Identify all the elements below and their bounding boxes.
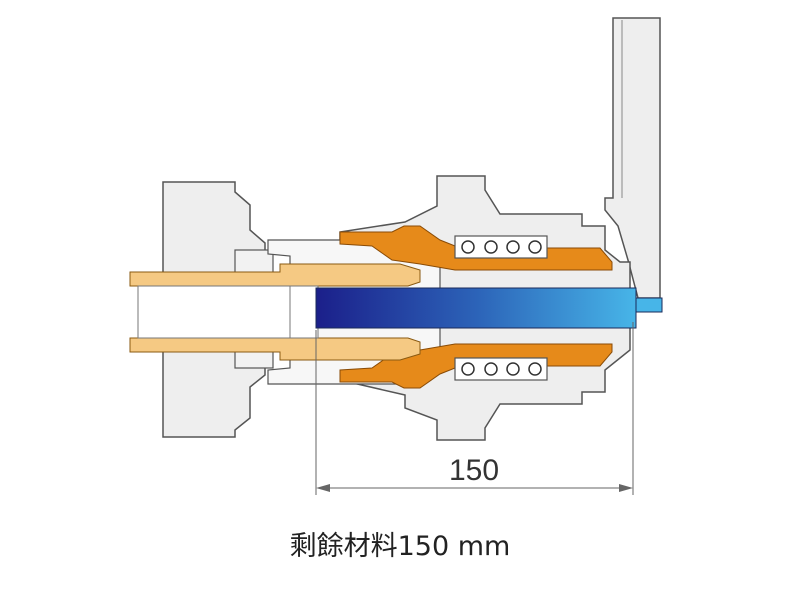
chuck-tube-lower	[129, 337, 421, 361]
dimension-label: 150	[449, 454, 499, 487]
bearing-lower	[454, 357, 548, 381]
caption: 剩餘材料150 mm	[289, 531, 511, 562]
bearing-upper	[454, 235, 548, 259]
spindle-bore	[137, 285, 319, 339]
tool-holder	[604, 17, 661, 299]
bar-stock	[315, 287, 663, 329]
dimension-line: 150	[315, 322, 634, 495]
